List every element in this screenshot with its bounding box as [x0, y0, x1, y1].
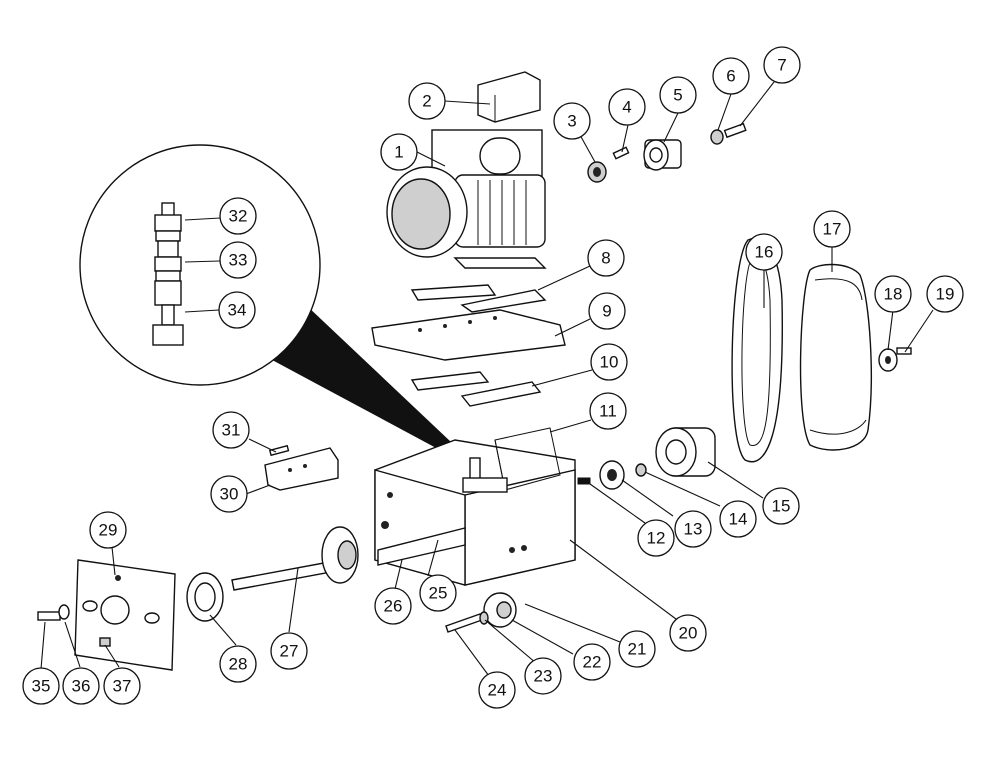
svg-text:11: 11 — [599, 402, 617, 421]
svg-text:34: 34 — [228, 301, 247, 320]
svg-text:29: 29 — [99, 521, 118, 540]
svg-text:31: 31 — [222, 421, 241, 440]
belts — [731, 237, 872, 463]
svg-text:28: 28 — [229, 655, 248, 674]
svg-text:37: 37 — [113, 677, 132, 696]
callout-9: 9 — [588, 292, 626, 330]
svg-text:16: 16 — [755, 243, 774, 262]
side-bracket — [264, 444, 339, 491]
svg-text:13: 13 — [684, 520, 703, 539]
callout-13: 13 — [674, 510, 712, 548]
callout-29: 29 — [89, 511, 127, 549]
svg-text:1: 1 — [394, 143, 403, 162]
svg-text:36: 36 — [72, 677, 91, 696]
callout-19: 19 — [926, 275, 964, 313]
svg-text:4: 4 — [622, 98, 631, 117]
svg-text:20: 20 — [679, 624, 698, 643]
lower-knob-assembly — [445, 592, 517, 633]
svg-text:7: 7 — [777, 56, 786, 75]
svg-text:6: 6 — [726, 67, 735, 86]
callout-28: 28 — [219, 645, 257, 683]
callout-6: 6 — [712, 57, 750, 95]
callout-3: 3 — [553, 102, 591, 140]
callout-30: 30 — [210, 475, 248, 513]
svg-text:8: 8 — [601, 249, 610, 268]
callout-22: 22 — [573, 643, 611, 681]
callout-7: 7 — [763, 46, 801, 84]
svg-text:2: 2 — [422, 92, 431, 111]
callout-17: 17 — [813, 210, 851, 248]
motor — [386, 129, 547, 269]
callout-32: 32 — [219, 197, 257, 235]
callout-33: 33 — [219, 241, 257, 279]
svg-text:26: 26 — [384, 597, 403, 616]
frame-housing — [374, 427, 576, 586]
svg-text:24: 24 — [488, 681, 507, 700]
leader-lines — [40, 81, 934, 677]
callout-4: 4 — [608, 88, 646, 126]
callout-37: 37 — [103, 667, 141, 705]
svg-text:22: 22 — [583, 653, 602, 672]
detail-circle — [79, 144, 321, 386]
callout-36: 36 — [62, 667, 100, 705]
cover-plate — [37, 559, 176, 671]
svg-text:30: 30 — [220, 485, 239, 504]
callout-35: 35 — [22, 667, 60, 705]
svg-text:15: 15 — [772, 497, 791, 516]
callout-21: 21 — [618, 630, 656, 668]
svg-text:17: 17 — [823, 220, 842, 239]
detail-magnifier — [79, 144, 483, 473]
callout-16: 16 — [745, 233, 783, 271]
svg-text:21: 21 — [628, 640, 647, 659]
callout-15: 15 — [762, 487, 800, 525]
svg-text:33: 33 — [229, 251, 248, 270]
svg-text:27: 27 — [280, 642, 299, 661]
svg-text:19: 19 — [936, 285, 955, 304]
shaft-assembly — [186, 526, 359, 622]
svg-text:18: 18 — [884, 285, 903, 304]
pulley-assembly — [577, 427, 716, 490]
terminal-cover — [477, 71, 541, 123]
callout-8: 8 — [587, 239, 625, 277]
svg-text:25: 25 — [429, 584, 448, 603]
callout-26: 26 — [374, 587, 412, 625]
svg-text:10: 10 — [600, 353, 619, 372]
svg-text:14: 14 — [729, 510, 748, 529]
callout-2: 2 — [408, 82, 446, 120]
callout-5: 5 — [659, 76, 697, 114]
svg-text:9: 9 — [602, 302, 611, 321]
callout-20: 20 — [669, 614, 707, 652]
callout-24: 24 — [478, 671, 516, 709]
callout-34: 34 — [218, 291, 256, 329]
callout-11: 11 — [589, 392, 627, 430]
svg-text:32: 32 — [229, 207, 248, 226]
svg-text:3: 3 — [567, 112, 576, 131]
svg-text:35: 35 — [32, 677, 51, 696]
callout-14: 14 — [719, 500, 757, 538]
callout-12: 12 — [637, 519, 675, 557]
svg-text:12: 12 — [647, 529, 666, 548]
callout-10: 10 — [590, 343, 628, 381]
nut-stack-detail — [152, 202, 184, 346]
callout-1: 1 — [380, 133, 418, 171]
knob-parts — [878, 347, 912, 372]
callout-18: 18 — [874, 275, 912, 313]
callout-23: 23 — [524, 657, 562, 695]
svg-text:23: 23 — [534, 667, 553, 686]
small-parts-top — [587, 122, 747, 183]
callout-27: 27 — [270, 632, 308, 670]
callout-25: 25 — [419, 574, 457, 612]
callout-31: 31 — [212, 411, 250, 449]
svg-text:5: 5 — [673, 86, 682, 105]
mounting-plates — [371, 284, 566, 407]
